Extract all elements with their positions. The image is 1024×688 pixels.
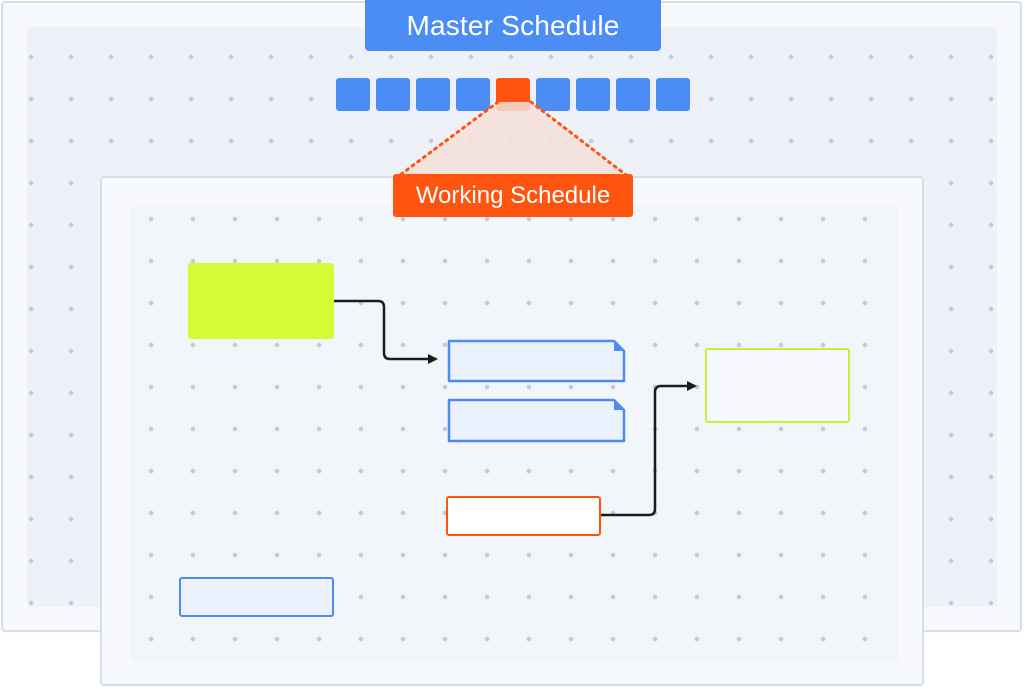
master-schedule-title: Master Schedule (365, 0, 661, 51)
timeline-block-active[interactable] (496, 78, 530, 111)
task-card-orange[interactable] (446, 496, 601, 536)
working-schedule-title: Working Schedule (393, 174, 633, 217)
task-card-green-outline[interactable] (705, 348, 850, 423)
timeline-block[interactable] (616, 78, 650, 111)
timeline-block[interactable] (416, 78, 450, 111)
timeline-block[interactable] (656, 78, 690, 111)
task-card-blue-small[interactable] (179, 577, 334, 617)
timeline-block[interactable] (536, 78, 570, 111)
timeline-block[interactable] (576, 78, 610, 111)
timeline-block[interactable] (336, 78, 370, 111)
timeline-block[interactable] (376, 78, 410, 111)
task-card-green[interactable] (188, 263, 334, 339)
timeline-block[interactable] (456, 78, 490, 111)
